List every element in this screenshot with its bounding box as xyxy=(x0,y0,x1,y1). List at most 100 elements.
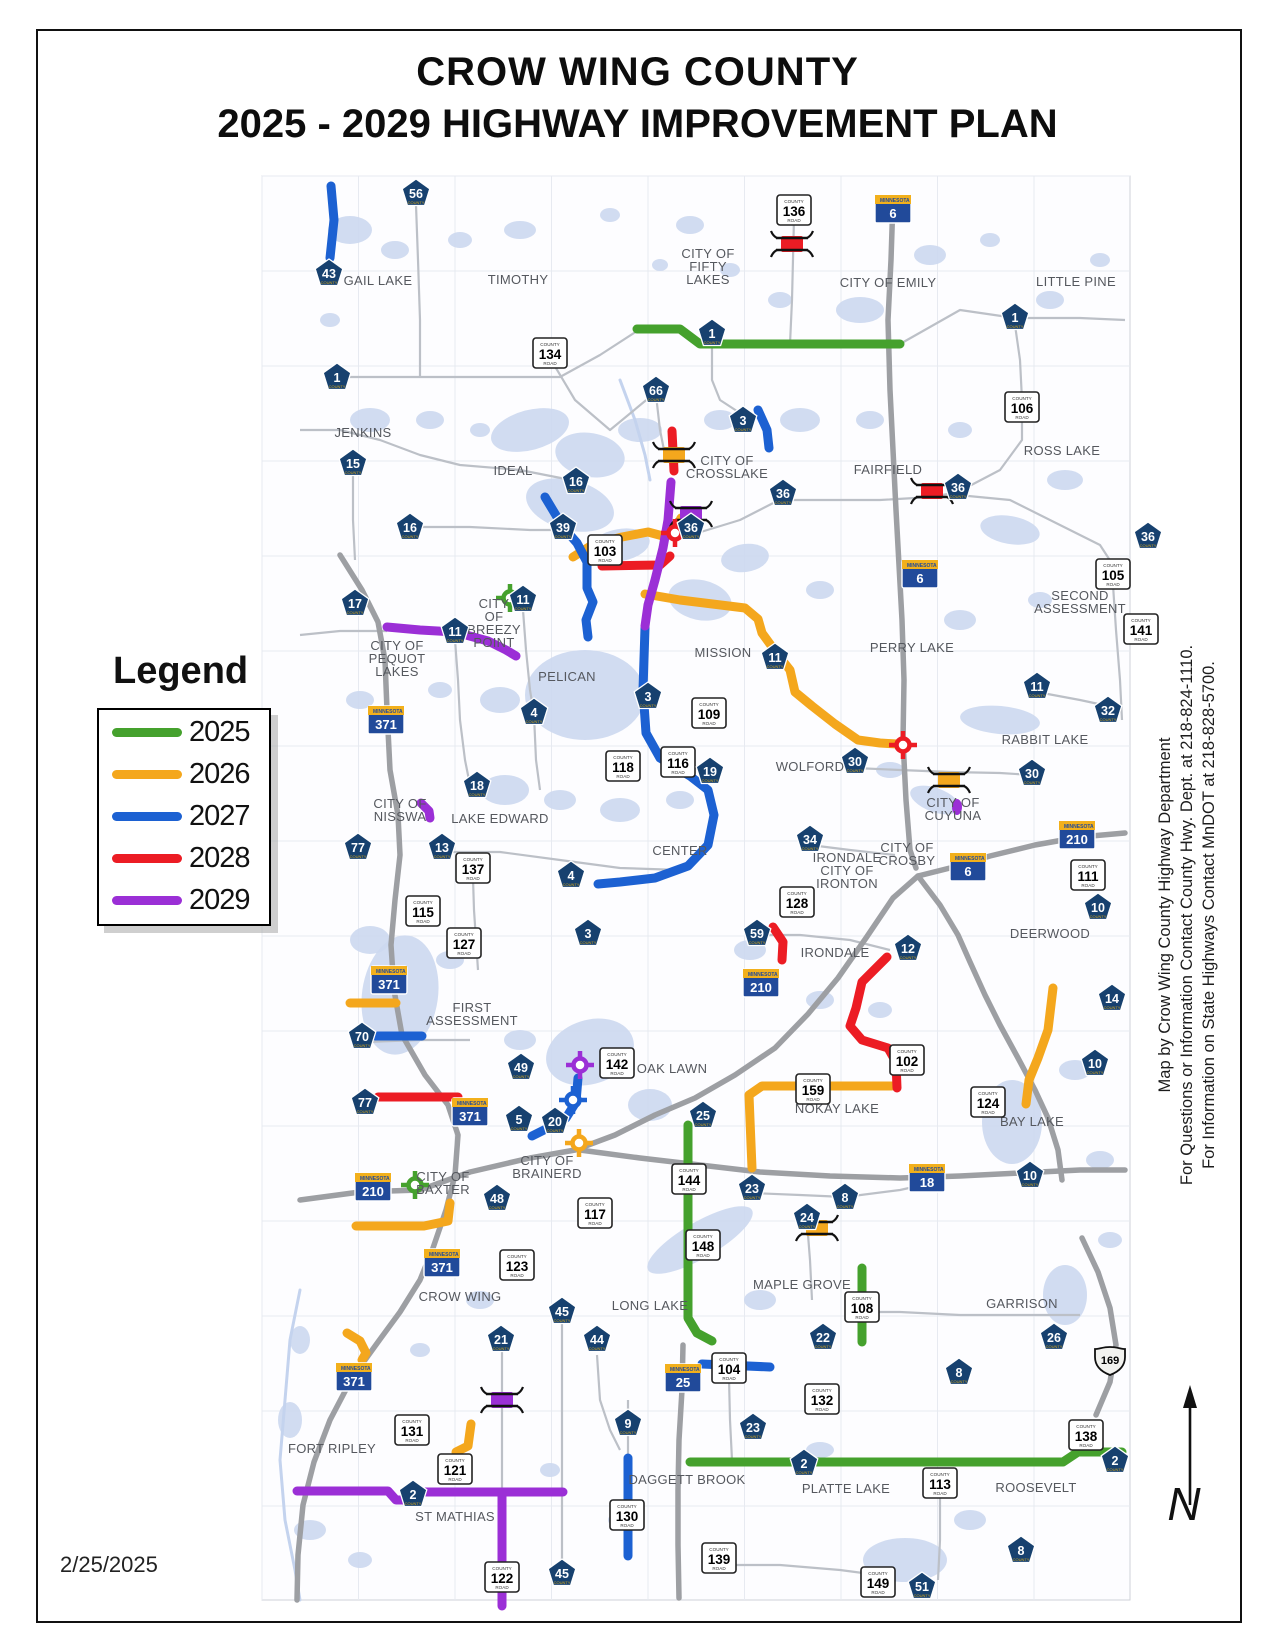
county-pentagon-number: 66 xyxy=(649,384,663,398)
county-pentagon xyxy=(482,1183,512,1212)
mn-shield-state: MINNESOTA xyxy=(748,972,778,978)
town-label: CITY OF EMILY xyxy=(840,275,937,290)
county-pentagon-number: 23 xyxy=(745,1182,759,1196)
county-road-box-bottom: ROAD xyxy=(416,919,430,924)
county-pentagon-number: 11 xyxy=(448,625,461,639)
county-road-box-top: COUNTY xyxy=(454,932,473,937)
legend-year-label: 2028 xyxy=(189,841,251,874)
county-road-box-number: 132 xyxy=(811,1393,834,1408)
roundabout-circle xyxy=(564,1091,582,1109)
county-road-box-number: 136 xyxy=(783,204,806,219)
bridge-icon-leg xyxy=(794,1233,803,1242)
minor-road xyxy=(299,629,387,637)
bridge-icon-leg xyxy=(705,519,714,528)
mn-shield-state: MINNESOTA xyxy=(670,1367,700,1373)
legend-year-label: 2027 xyxy=(189,799,251,832)
county-pentagon xyxy=(343,832,373,861)
county-pentagon-number: 11 xyxy=(516,593,529,607)
bridge-icon-leg xyxy=(668,500,677,509)
county-pentagon-number: 3 xyxy=(740,414,747,428)
county-pentagon-word: COUNTY xyxy=(796,1470,813,1475)
lake xyxy=(1098,1232,1122,1248)
lake xyxy=(328,216,372,244)
county-pentagon xyxy=(322,362,352,391)
county-road-box xyxy=(685,1229,721,1261)
bridge-icon-leg xyxy=(651,441,660,450)
county-pentagon-word: COUNTY xyxy=(802,846,819,851)
county-pentagon xyxy=(1006,1535,1036,1564)
county-road-box-number: 127 xyxy=(453,937,476,952)
lake xyxy=(1086,1151,1114,1169)
lake xyxy=(704,410,736,430)
lake xyxy=(676,216,704,234)
county-pentagon-word: COUNTY xyxy=(704,340,721,345)
mn-shield-number: 371 xyxy=(343,1374,365,1389)
county-road-box-bottom: ROAD xyxy=(933,1491,947,1496)
county-pentagon xyxy=(944,1357,974,1386)
town-label: GARRISON xyxy=(986,1296,1058,1311)
bridge-icon-leg xyxy=(909,477,918,486)
lake xyxy=(348,1552,372,1568)
county-pentagon xyxy=(395,512,425,541)
us-shield-number: 169 xyxy=(1101,1355,1119,1367)
county-road-box xyxy=(599,1047,635,1079)
town-label: CENTER xyxy=(652,843,707,858)
county-pentagon xyxy=(427,832,457,861)
county-pentagon-number: 8 xyxy=(842,1191,849,1205)
county-road-box-number: 159 xyxy=(802,1083,825,1098)
county-pentagon-word: COUNTY xyxy=(469,792,486,797)
county-road-box-bottom: ROAD xyxy=(855,1315,869,1320)
county-road-box-top: COUNTY xyxy=(1076,1424,1095,1429)
mn-shield-number: 6 xyxy=(964,864,971,879)
project-segment-2025 xyxy=(632,324,905,349)
map-note-line: Map by Crow Wing County Highway Departme… xyxy=(1156,737,1174,1093)
county-road-box-bottom: ROAD xyxy=(495,1585,509,1590)
mn-shield-number: 371 xyxy=(459,1109,481,1124)
county-pentagon-word: COUNTY xyxy=(547,1128,564,1133)
county-pentagon xyxy=(830,1182,860,1211)
lake xyxy=(944,610,976,630)
town-label: LAKE EDWARD xyxy=(451,811,548,826)
legend-item-2029: 2029 xyxy=(99,880,269,920)
legend-swatch-2027 xyxy=(112,811,182,821)
county-road-box-top: COUNTY xyxy=(803,1078,822,1083)
county-pentagon-number: 70 xyxy=(355,1030,369,1044)
county-pentagon-word: COUNTY xyxy=(345,470,362,475)
county-road-box xyxy=(587,534,623,566)
project-segment-2029 xyxy=(640,477,676,631)
county-pentagon-word: COUNTY xyxy=(735,427,752,432)
county-road-box-top: COUNTY xyxy=(709,1547,728,1552)
bridge-icon-leg xyxy=(479,1405,488,1414)
county-pentagon-number: 34 xyxy=(803,833,817,847)
lake xyxy=(914,245,946,265)
county-pentagon-word: COUNTY xyxy=(1107,1467,1124,1472)
roundabout-project-icon xyxy=(401,1171,429,1199)
county-road-box-top: COUNTY xyxy=(930,1472,949,1477)
minor-road xyxy=(1111,584,1124,721)
county-road-box xyxy=(779,886,815,918)
legend-heading: Legend xyxy=(113,650,249,692)
mn-shield-state: MINNESOTA xyxy=(457,1101,487,1107)
town-label: RABBIT LAKE xyxy=(1002,732,1089,747)
mn-shield-number: 18 xyxy=(920,1175,934,1190)
county-road-box-top: COUNTY xyxy=(693,1234,712,1239)
county-pentagon-word: COUNTY xyxy=(1090,914,1107,919)
county-pentagon-number: 16 xyxy=(569,475,583,489)
county-road-box-top: COUNTY xyxy=(445,1458,464,1463)
town-label: DAGGETT BROOK xyxy=(628,1472,745,1487)
minor-road xyxy=(690,497,784,537)
county-road-box xyxy=(446,927,482,959)
town-label: ROOSEVELT xyxy=(995,1480,1076,1495)
